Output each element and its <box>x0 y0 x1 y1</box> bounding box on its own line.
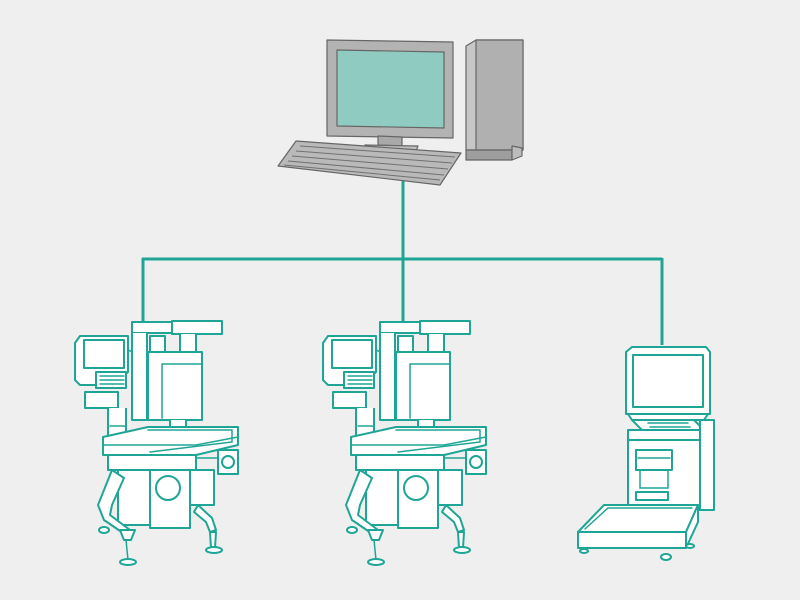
weigh-price-labeler-2-icon <box>322 320 487 566</box>
desktop-computer-icon <box>277 39 524 186</box>
network-links <box>141 178 664 345</box>
weigh-price-labeler-1-icon <box>74 320 239 566</box>
self-service-scale-icon <box>577 346 715 561</box>
